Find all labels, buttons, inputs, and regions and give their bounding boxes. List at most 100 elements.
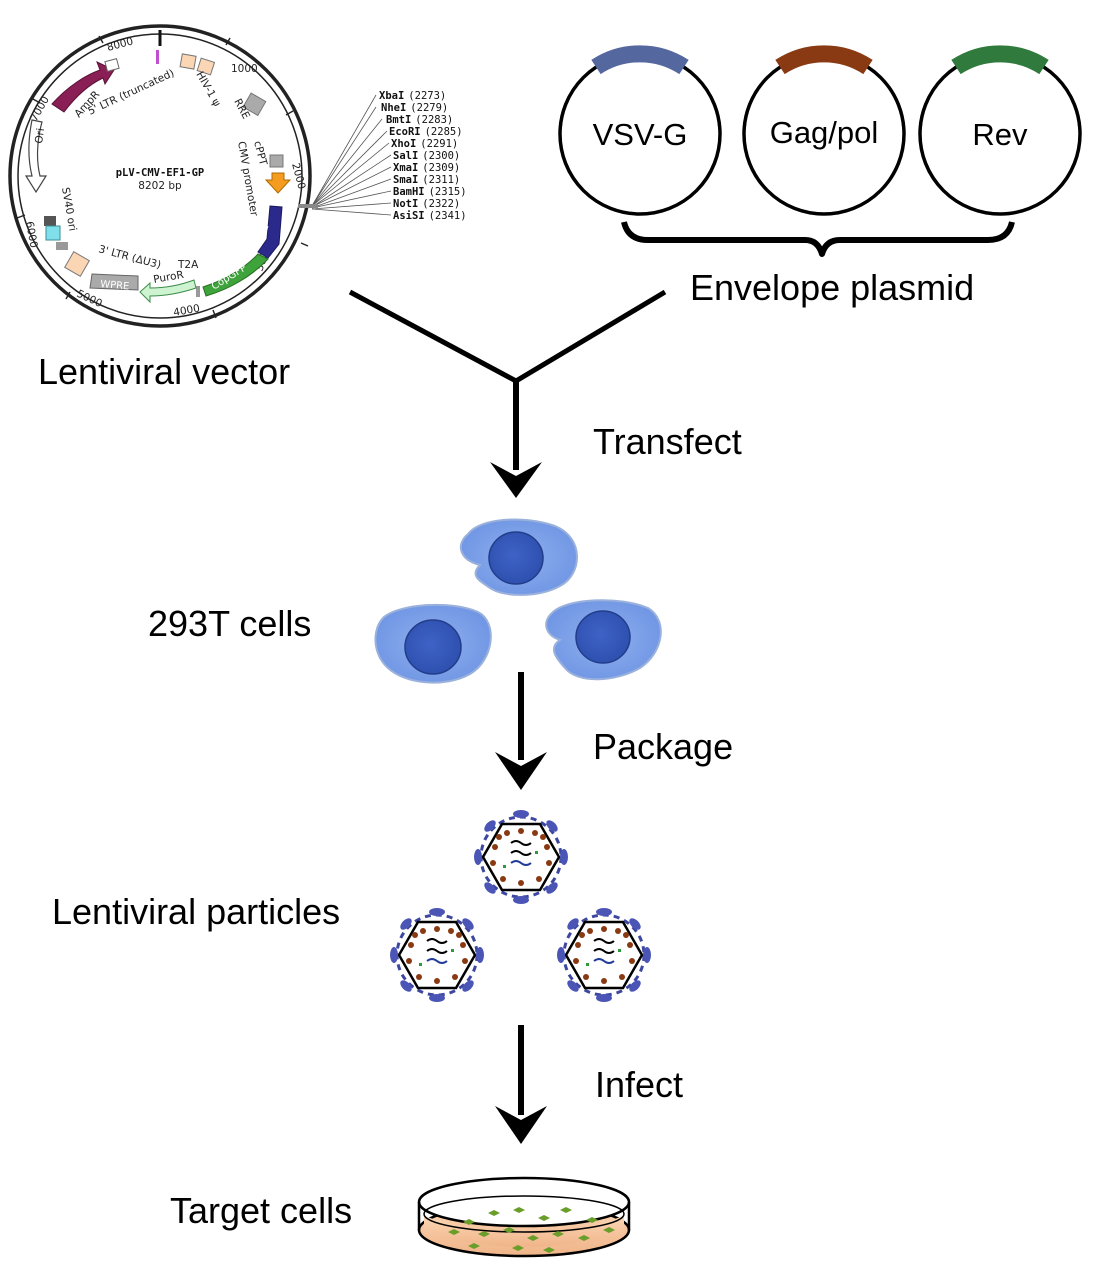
envelope-plasmid-vsvg: VSV-G <box>558 45 722 216</box>
site-name: SalI <box>393 150 418 162</box>
tick-2000: 2000 <box>289 162 308 191</box>
copgfp-feature <box>202 253 269 297</box>
ampr-feature <box>51 61 115 113</box>
sv40-box-1 <box>44 216 56 226</box>
tick-6000: 6000 <box>23 220 39 248</box>
sv40-box-3 <box>56 242 68 250</box>
label-293t-cells: 293T cells <box>148 603 311 644</box>
site-pos: (2300) <box>422 150 460 162</box>
cell <box>374 603 492 684</box>
site-labels: XbaI(2273) NheI(2279) BmtI(2283) EcoRI(2… <box>379 90 467 222</box>
label-infect: Infect <box>595 1064 683 1105</box>
svg-text:NheI(2279): NheI (2279) <box>381 102 448 114</box>
envelope-plasmids: VSV-G Gag/pol Rev Envelope plasmid <box>558 45 1082 308</box>
cmv-promoter-arrow <box>264 172 292 194</box>
site-pos: (2322) <box>422 198 460 210</box>
hiv-psi-label: HIV-1 ψ <box>193 70 223 109</box>
ltr3-box <box>64 251 90 277</box>
plasmid-tick-marks <box>16 35 309 319</box>
envelope-plasmid-gagpol: Gag/pol <box>742 45 906 216</box>
ltr3-label: 3' LTR (ΔU3) <box>97 243 162 271</box>
envelope-brace <box>621 221 1015 257</box>
svg-text:XmaI(2309): XmaI (2309) <box>393 162 460 174</box>
envelope-caption: Envelope plasmid <box>690 267 974 308</box>
site-pos: (2273) <box>408 90 446 102</box>
flow-lines <box>348 289 667 1144</box>
plasmid-label-vsvg: VSV-G <box>593 117 688 152</box>
envelope-plasmid-rev: Rev <box>918 45 1082 216</box>
tick-1000: 1000 <box>231 63 258 75</box>
lentiviral-particle <box>557 908 651 1002</box>
t2a-label: T2A <box>177 259 199 271</box>
ori-label: Ori <box>33 127 47 144</box>
cppt-label: cPPT <box>251 140 269 168</box>
site-fan-lines <box>298 94 392 216</box>
plasmid-name: pLV-CMV-EF1-GP <box>116 167 205 179</box>
label-lentiviral-vector: Lentiviral vector <box>38 351 290 392</box>
site-name: BmtI <box>386 114 411 126</box>
ef1-label: EF1 <box>255 223 271 244</box>
svg-text:BmtI(2283): BmtI (2283) <box>386 114 453 126</box>
plasmid-label-gagpol: Gag/pol <box>770 115 879 150</box>
site-name: BamHI <box>393 186 425 198</box>
site-pos: (2291) <box>420 138 458 150</box>
site-name: NheI <box>381 102 406 114</box>
site-pos: (2279) <box>410 102 448 114</box>
wpre-label: WPRE <box>100 279 130 293</box>
sv40-label: SV40 ori <box>59 186 78 232</box>
t2a-marker <box>196 286 200 297</box>
primer-site <box>156 50 159 64</box>
site-name: AsiSI <box>393 210 425 222</box>
site-name: EcoRI <box>389 126 421 138</box>
label-target-cells: Target cells <box>170 1190 352 1231</box>
label-lentiviral-particles: Lentiviral particles <box>52 891 340 932</box>
site-pos: (2283) <box>415 114 453 126</box>
cell <box>545 599 662 681</box>
svg-text:EcoRI(2285): EcoRI(2285) <box>389 126 463 138</box>
arrow-infect <box>495 1106 547 1144</box>
tick-4000: 4000 <box>172 302 200 318</box>
site-name: XbaI <box>379 90 404 102</box>
rre-box <box>242 92 267 117</box>
site-name: NotI <box>393 198 418 210</box>
site-pos: (2309) <box>422 162 460 174</box>
site-name: XmaI <box>393 162 418 174</box>
svg-text:SalI(2300): SalI (2300) <box>393 150 460 162</box>
cppt-box <box>269 154 284 168</box>
plasmid-map: 1000 2000 3000 4000 5000 6000 7000 8000 … <box>8 24 312 328</box>
site-pos: (2341) <box>429 210 467 222</box>
site-name: SmaI <box>393 174 418 186</box>
site-pos: (2315) <box>429 186 467 198</box>
ltr5-box <box>179 53 197 70</box>
puror-feature <box>139 279 197 304</box>
cells-293t <box>374 518 662 684</box>
arrow-package <box>495 752 547 790</box>
ef1-feature <box>257 205 283 259</box>
plasmid-size: 8202 bp <box>138 180 182 192</box>
svg-text:BamHI(2315): BamHI (2315) <box>393 186 467 198</box>
svg-text:XhoI(2291): XhoI (2291) <box>391 138 458 150</box>
svg-text:NotI(2322): NotI (2322) <box>393 198 460 210</box>
tick-8000: 8000 <box>106 35 135 54</box>
site-name: XhoI <box>391 138 416 150</box>
arrow-transfect <box>490 462 542 498</box>
svg-text:AsiSI(2341): AsiSI (2341) <box>393 210 467 222</box>
label-package: Package <box>593 726 733 767</box>
svg-text:SmaI(2311): SmaI (2311) <box>393 174 460 186</box>
site-pos: (2311) <box>422 174 460 186</box>
plasmid-label-rev: Rev <box>972 117 1028 152</box>
puror-label: PuroR <box>152 269 184 286</box>
target-cell-dots <box>448 1207 615 1253</box>
petri-dish <box>417 1176 631 1258</box>
ori-feature <box>24 119 48 194</box>
svg-text:XbaI(2273): XbaI (2273) <box>379 90 446 102</box>
sv40-box-2 <box>45 225 61 241</box>
small-marker <box>104 58 120 72</box>
lentiviral-particles <box>390 810 651 1002</box>
cell <box>459 518 578 596</box>
restriction-sites: XbaI(2273) NheI(2279) BmtI(2283) EcoRI(2… <box>298 90 467 222</box>
wpre-box <box>89 273 139 291</box>
lentiviral-particle <box>474 810 568 904</box>
